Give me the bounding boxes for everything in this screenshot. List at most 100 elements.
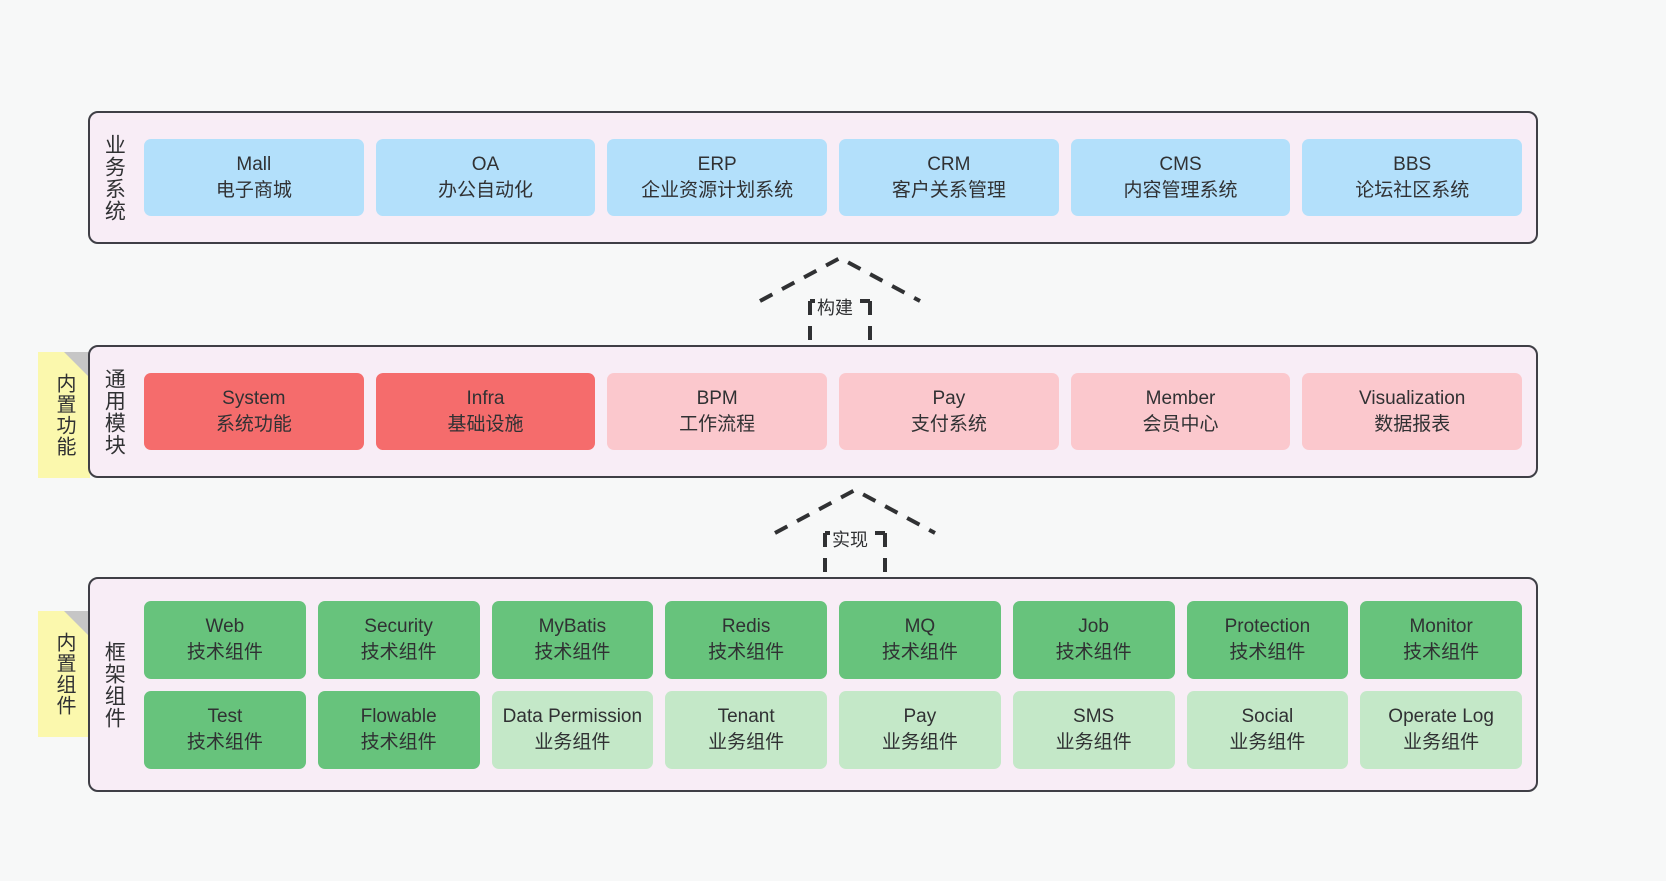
card-mq-cn: 技术组件: [881, 641, 958, 663]
card-test-cn: 技术组件: [186, 731, 263, 753]
card-bpm[interactable]: BPM 工作流程: [607, 373, 828, 450]
card-mq[interactable]: MQ 技术组件: [839, 600, 1001, 679]
card-cms[interactable]: CMS 内容管理系统: [1070, 139, 1291, 216]
arrow-implement-label: 实现: [830, 526, 870, 552]
card-monitor-en: Monitor: [1409, 616, 1473, 638]
card-pay-module-en: Pay: [932, 388, 966, 410]
layer-common-modules-title: 通用模块: [102, 367, 126, 456]
card-erp-cn: 企业资源计划系统: [641, 179, 794, 201]
card-tenant[interactable]: Tenant 业务组件: [665, 690, 827, 769]
arrow-implement: 实现: [770, 485, 940, 585]
card-sms-en: SMS: [1073, 706, 1115, 728]
sticky-note-built-in-features: 内置功能: [38, 352, 90, 478]
card-redis-en: Redis: [721, 616, 771, 638]
card-security[interactable]: Security 技术组件: [317, 600, 480, 679]
card-crm-en: CRM: [927, 154, 971, 176]
card-job-cn: 技术组件: [1055, 641, 1132, 663]
card-cms-cn: 内容管理系统: [1123, 179, 1238, 201]
card-system[interactable]: System 系统功能: [144, 373, 364, 450]
card-mq-en: MQ: [904, 616, 936, 638]
sticky-note-built-in-components: 内置组件: [38, 611, 90, 737]
card-bbs-cn: 论坛社区系统: [1355, 179, 1470, 201]
card-pay-module-cn: 支付系统: [910, 413, 987, 435]
card-cms-en: CMS: [1159, 154, 1202, 176]
card-flowable[interactable]: Flowable 技术组件: [317, 690, 480, 769]
card-oa[interactable]: OA 办公自动化: [375, 139, 596, 216]
card-tenant-cn: 业务组件: [708, 731, 785, 753]
card-tenant-en: Tenant: [717, 706, 775, 728]
card-security-en: Security: [364, 616, 433, 638]
card-visualization[interactable]: Visualization 数据报表: [1302, 373, 1523, 450]
card-social-cn: 业务组件: [1229, 731, 1306, 753]
card-social-en: Social: [1241, 706, 1294, 728]
card-pay-component-cn: 业务组件: [881, 731, 958, 753]
card-mybatis-en: MyBatis: [538, 616, 607, 638]
card-system-cn: 系统功能: [215, 413, 292, 435]
page-fold-icon: [64, 352, 90, 378]
card-test-en: Test: [207, 706, 243, 728]
card-data-permission-en: Data Permission: [502, 706, 643, 728]
card-data-permission[interactable]: Data Permission 业务组件: [491, 690, 654, 769]
card-pay-component[interactable]: Pay 业务组件: [839, 690, 1001, 769]
card-monitor[interactable]: Monitor 技术组件: [1360, 600, 1522, 679]
card-oa-en: OA: [471, 154, 500, 176]
page-fold-icon: [64, 611, 90, 637]
card-operate-log-en: Operate Log: [1388, 706, 1494, 728]
arrow-build: 构建: [755, 253, 925, 353]
card-mall-en: Mall: [236, 154, 272, 176]
layer-common-modules: 通用模块 System 系统功能 Infra 基础设施 BPM 工作流程 Pay…: [88, 345, 1538, 478]
card-infra[interactable]: Infra 基础设施: [375, 373, 596, 450]
card-mybatis[interactable]: MyBatis 技术组件: [491, 600, 654, 679]
card-oa-cn: 办公自动化: [438, 179, 534, 201]
layer-business-systems-title: 业务系统: [102, 133, 126, 222]
layer-framework-components: 框架组件 Web 技术组件 Security 技术组件 MyBatis 技术组件…: [88, 577, 1538, 792]
card-protection[interactable]: Protection 技术组件: [1186, 600, 1349, 679]
card-pay-component-en: Pay: [903, 706, 937, 728]
card-web-cn: 技术组件: [186, 641, 263, 663]
card-erp[interactable]: ERP 企业资源计划系统: [607, 139, 828, 216]
card-bbs-en: BBS: [1393, 154, 1432, 176]
card-operate-log[interactable]: Operate Log 业务组件: [1360, 690, 1522, 769]
card-job-en: Job: [1078, 616, 1109, 638]
card-job[interactable]: Job 技术组件: [1012, 600, 1175, 679]
layer-business-systems: 业务系统 Mall 电子商城 OA 办公自动化 ERP 企业资源计划系统 CRM…: [88, 111, 1538, 244]
card-member-cn: 会员中心: [1142, 413, 1219, 435]
card-security-cn: 技术组件: [360, 641, 437, 663]
card-bbs[interactable]: BBS 论坛社区系统: [1302, 139, 1523, 216]
layer-framework-components-title: 框架组件: [102, 640, 126, 729]
card-test[interactable]: Test 技术组件: [144, 690, 306, 769]
card-mybatis-cn: 技术组件: [534, 641, 611, 663]
card-visualization-cn: 数据报表: [1374, 413, 1451, 435]
card-mall[interactable]: Mall 电子商城: [144, 139, 364, 216]
common-modules-card-list: System 系统功能 Infra 基础设施 BPM 工作流程 Pay 支付系统…: [136, 347, 1536, 476]
card-sms[interactable]: SMS 业务组件: [1012, 690, 1175, 769]
sticky-note-built-in-components-label: 内置组件: [53, 632, 75, 716]
card-infra-en: Infra: [466, 388, 505, 410]
card-crm-cn: 客户关系管理: [891, 179, 1006, 201]
card-crm[interactable]: CRM 客户关系管理: [839, 139, 1059, 216]
card-web[interactable]: Web 技术组件: [144, 600, 306, 679]
card-mall-cn: 电子商城: [215, 179, 292, 201]
card-member[interactable]: Member 会员中心: [1070, 373, 1291, 450]
card-monitor-cn: 技术组件: [1403, 641, 1480, 663]
card-redis[interactable]: Redis 技术组件: [665, 600, 827, 679]
framework-components-card-list: Web 技术组件 Security 技术组件 MyBatis 技术组件 Redi…: [136, 579, 1536, 790]
card-web-en: Web: [205, 616, 245, 638]
framework-components-row-1: Web 技术组件 Security 技术组件 MyBatis 技术组件 Redi…: [144, 600, 1522, 679]
card-social[interactable]: Social 业务组件: [1186, 690, 1349, 769]
card-system-en: System: [222, 388, 286, 410]
card-flowable-en: Flowable: [360, 706, 437, 728]
card-pay-module[interactable]: Pay 支付系统: [839, 373, 1059, 450]
card-redis-cn: 技术组件: [708, 641, 785, 663]
card-data-permission-cn: 业务组件: [534, 731, 611, 753]
card-visualization-en: Visualization: [1359, 388, 1466, 410]
card-member-en: Member: [1145, 388, 1216, 410]
card-infra-cn: 基础设施: [447, 413, 524, 435]
framework-components-row-2: Test 技术组件 Flowable 技术组件 Data Permission …: [144, 690, 1522, 769]
card-protection-en: Protection: [1224, 616, 1311, 638]
card-protection-cn: 技术组件: [1229, 641, 1306, 663]
business-systems-card-list: Mall 电子商城 OA 办公自动化 ERP 企业资源计划系统 CRM 客户关系…: [136, 113, 1536, 242]
card-flowable-cn: 技术组件: [360, 731, 437, 753]
sticky-note-built-in-features-label: 内置功能: [53, 373, 75, 457]
